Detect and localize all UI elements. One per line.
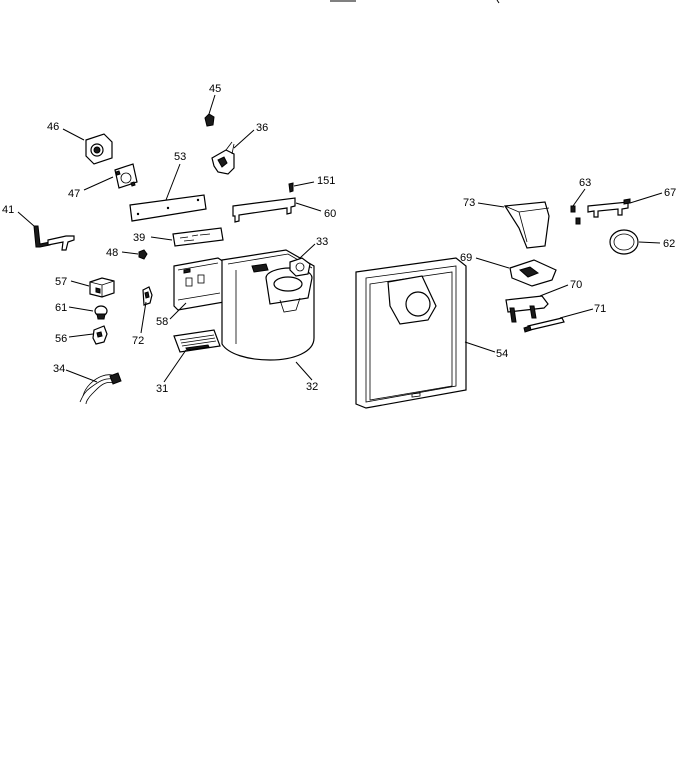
callout-39: 39 [133, 232, 145, 244]
callout-33: 33 [316, 236, 328, 248]
part-39-board [172, 227, 224, 247]
part-69-damper [509, 259, 557, 287]
callout-46: 46 [47, 121, 59, 133]
part-60-bar [232, 197, 296, 223]
callout-31: 31 [156, 383, 168, 395]
part-46-knob [85, 133, 113, 165]
callout-73: 73 [463, 197, 475, 209]
callout-45: 45 [209, 83, 221, 95]
callout-71: 71 [594, 303, 606, 315]
part-32-main-housing [221, 249, 315, 361]
callout-60: 60 [324, 208, 336, 220]
callout-69: 69 [460, 252, 472, 264]
part-41-lever [33, 225, 75, 251]
part-62-gasket-ring [609, 229, 639, 255]
part-70-linkage [505, 295, 549, 323]
callout-36: 36 [256, 122, 268, 134]
callout-53: 53 [174, 151, 186, 163]
leader-lines [17, 94, 663, 383]
callout-labels: 45 46 36 53 47 151 41 60 39 33 48 57 61 … [2, 83, 676, 395]
part-45-clip [204, 113, 215, 127]
part-34-harness [79, 372, 122, 405]
part-71-rod [523, 317, 565, 333]
part-47-plate [114, 163, 138, 189]
callout-61: 61 [55, 302, 67, 314]
callout-67: 67 [664, 187, 676, 199]
callout-54: 54 [496, 348, 508, 360]
part-56-socket [92, 325, 108, 345]
callout-32: 32 [306, 381, 318, 393]
callout-47: 47 [68, 188, 80, 200]
callout-62: 62 [663, 238, 675, 250]
callout-41: 41 [2, 204, 14, 216]
callout-58: 58 [156, 316, 168, 328]
callout-48: 48 [106, 247, 118, 259]
part-53-panel [129, 194, 207, 222]
part-57-block [89, 277, 115, 298]
part-36-actuator [211, 141, 235, 175]
part-61-bulb [94, 305, 108, 320]
part-54-door-panel [355, 257, 467, 409]
part-31-drip-tray [173, 329, 221, 353]
part-72-switch [142, 286, 153, 306]
part-151-screw [288, 182, 294, 193]
callout-70: 70 [570, 279, 582, 291]
part-67-bracket [587, 198, 631, 218]
part-63-screws [570, 205, 581, 225]
callout-34: 34 [53, 363, 65, 375]
scan-mark [330, 0, 500, 4]
part-58-housing [173, 257, 225, 311]
callout-57: 57 [55, 276, 67, 288]
part-73-chute [503, 201, 550, 249]
callout-56: 56 [55, 333, 67, 345]
callout-151: 151 [317, 175, 335, 187]
callout-72: 72 [132, 335, 144, 347]
callout-63: 63 [579, 177, 591, 189]
part-48-grommet [138, 249, 148, 260]
